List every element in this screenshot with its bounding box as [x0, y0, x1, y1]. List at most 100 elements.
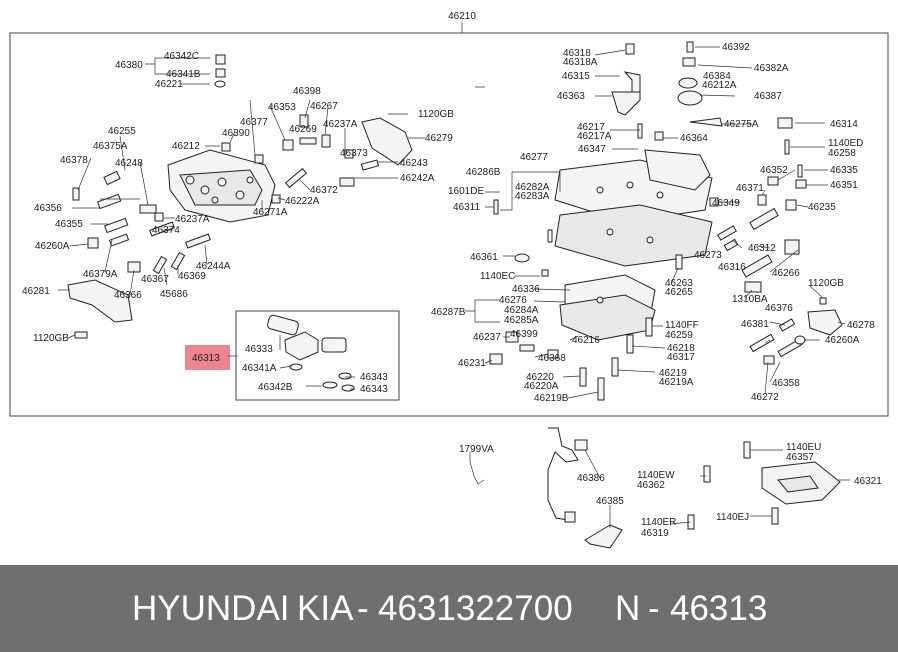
part-label: 46260A [825, 335, 860, 346]
part-label: 46212 [172, 141, 200, 152]
part-label: 46218 [667, 343, 695, 354]
part-label: 46318A [563, 57, 598, 68]
part-label: 46282A [515, 182, 550, 193]
part-label: 46313 [192, 353, 220, 364]
part-label: 1799VA [459, 444, 494, 455]
part-label: 46399 [510, 329, 538, 340]
part-label: 46318 [563, 48, 591, 59]
part-label: 46279 [425, 133, 453, 144]
part-label: 46221 [155, 79, 183, 90]
part-labels: 4638046342C46341B46221463984626746353462… [22, 42, 882, 539]
part-label: 46343 [360, 372, 388, 383]
part-label: 46272 [751, 392, 779, 403]
part-label: 46358 [772, 378, 800, 389]
part-label: 46375A [93, 141, 128, 152]
part-label: 1140ER [641, 517, 676, 528]
part-label: 46377 [240, 117, 268, 128]
part-label: 46248 [115, 158, 143, 169]
part-label: 46373 [340, 148, 368, 159]
part-label: 46259 [665, 330, 693, 341]
part-label: 46371 [736, 183, 764, 194]
part-label: 46219A [659, 377, 694, 388]
part-label: 46341B [166, 69, 201, 80]
part-label: 45686 [160, 289, 188, 300]
inset-frame [235, 310, 400, 401]
part-label: 46255 [108, 126, 136, 137]
part-label: 1120GB [418, 109, 454, 120]
part-label: 46367 [141, 274, 169, 285]
part-label: 46387 [754, 91, 782, 102]
part-label: 46242A [400, 173, 435, 184]
part-label: 46341A [242, 363, 277, 374]
plate-46281 [67, 279, 133, 323]
part-label: 46231 [458, 358, 486, 369]
part-label: 46271A [253, 207, 288, 218]
part-label: 46315 [562, 71, 590, 82]
part-label: 46382A [754, 63, 789, 74]
part-label: 46212A [702, 80, 737, 91]
part-label: 1140FF [665, 320, 699, 331]
plate-46279 [361, 117, 413, 166]
valve-body-left [167, 149, 276, 223]
part-label: 46235 [808, 202, 836, 213]
part-label: 46244A [196, 261, 231, 272]
part-label: 46311 [453, 202, 481, 213]
ref-number: 46313 [670, 589, 768, 628]
footer-bar: HYUNDAI KIA - 4631322700 N - 46313 [0, 565, 898, 652]
leader-lines [58, 46, 850, 528]
part-label: 46258 [828, 148, 856, 159]
part-label: 46243 [400, 158, 428, 169]
highlight-marker [185, 345, 230, 370]
part-label: 46368 [538, 353, 566, 364]
part-label: 46384 [703, 71, 731, 82]
part-label: 46266 [772, 268, 800, 279]
small-parts-left [72, 54, 380, 339]
part-label: 1310BA [732, 294, 768, 305]
part-label: 1601DE [448, 186, 484, 197]
part-label: 46361 [470, 252, 498, 263]
part-label: 1140EJ [716, 512, 749, 523]
part-label: 46385 [596, 496, 624, 507]
brand-hyundai: HYUNDAI [132, 589, 290, 628]
part-label: 46369 [178, 271, 206, 282]
part-label: 46219B [534, 393, 569, 404]
part-label: 46378 [60, 155, 88, 166]
part-label: 46273 [694, 250, 722, 261]
part-label: 46363 [557, 91, 585, 102]
part-label: 46319 [641, 528, 669, 539]
separator-dash-2: - [648, 589, 660, 628]
part-label: 46220A [524, 381, 559, 392]
part-label: 46374 [152, 225, 180, 236]
small-parts-right [489, 41, 843, 401]
part-label: 46336 [512, 284, 540, 295]
part-label: 46342B [258, 382, 293, 393]
part-label: 46390 [222, 128, 250, 139]
part-label: 46364 [680, 133, 708, 144]
exploded-parts-view: 46210 [9, 11, 889, 549]
part-label: 46283A [515, 191, 550, 202]
part-label: 46237 [473, 332, 501, 343]
part-label: 46260A [35, 241, 70, 252]
part-label: 46355 [55, 219, 83, 230]
part-label: 46267 [310, 101, 338, 112]
part-label: 46343 [360, 384, 388, 395]
part-label: 1140EC [480, 271, 515, 282]
part-label: 1120GB [808, 278, 844, 289]
part-label: 46342C [164, 51, 199, 62]
part-label: 46316 [718, 262, 746, 273]
part-label: 46219 [659, 368, 687, 379]
part-label: 46285A [504, 315, 539, 326]
part-label: 46263 [665, 278, 693, 289]
part-label: 46317 [667, 352, 695, 363]
assembly-number: 46210 [448, 11, 476, 22]
part-label: 1140EW [637, 470, 675, 481]
diagram-frame [9, 32, 889, 417]
part-label: 46286B [466, 167, 501, 178]
part-label: 46217 [577, 122, 605, 133]
valve-body-right [554, 149, 713, 341]
part-label: 46287B [431, 307, 466, 318]
part-label: 46237A [175, 214, 210, 225]
part-label: 46237A [323, 119, 358, 130]
part-label: 46356 [34, 203, 62, 214]
bottom-parts [469, 427, 841, 549]
